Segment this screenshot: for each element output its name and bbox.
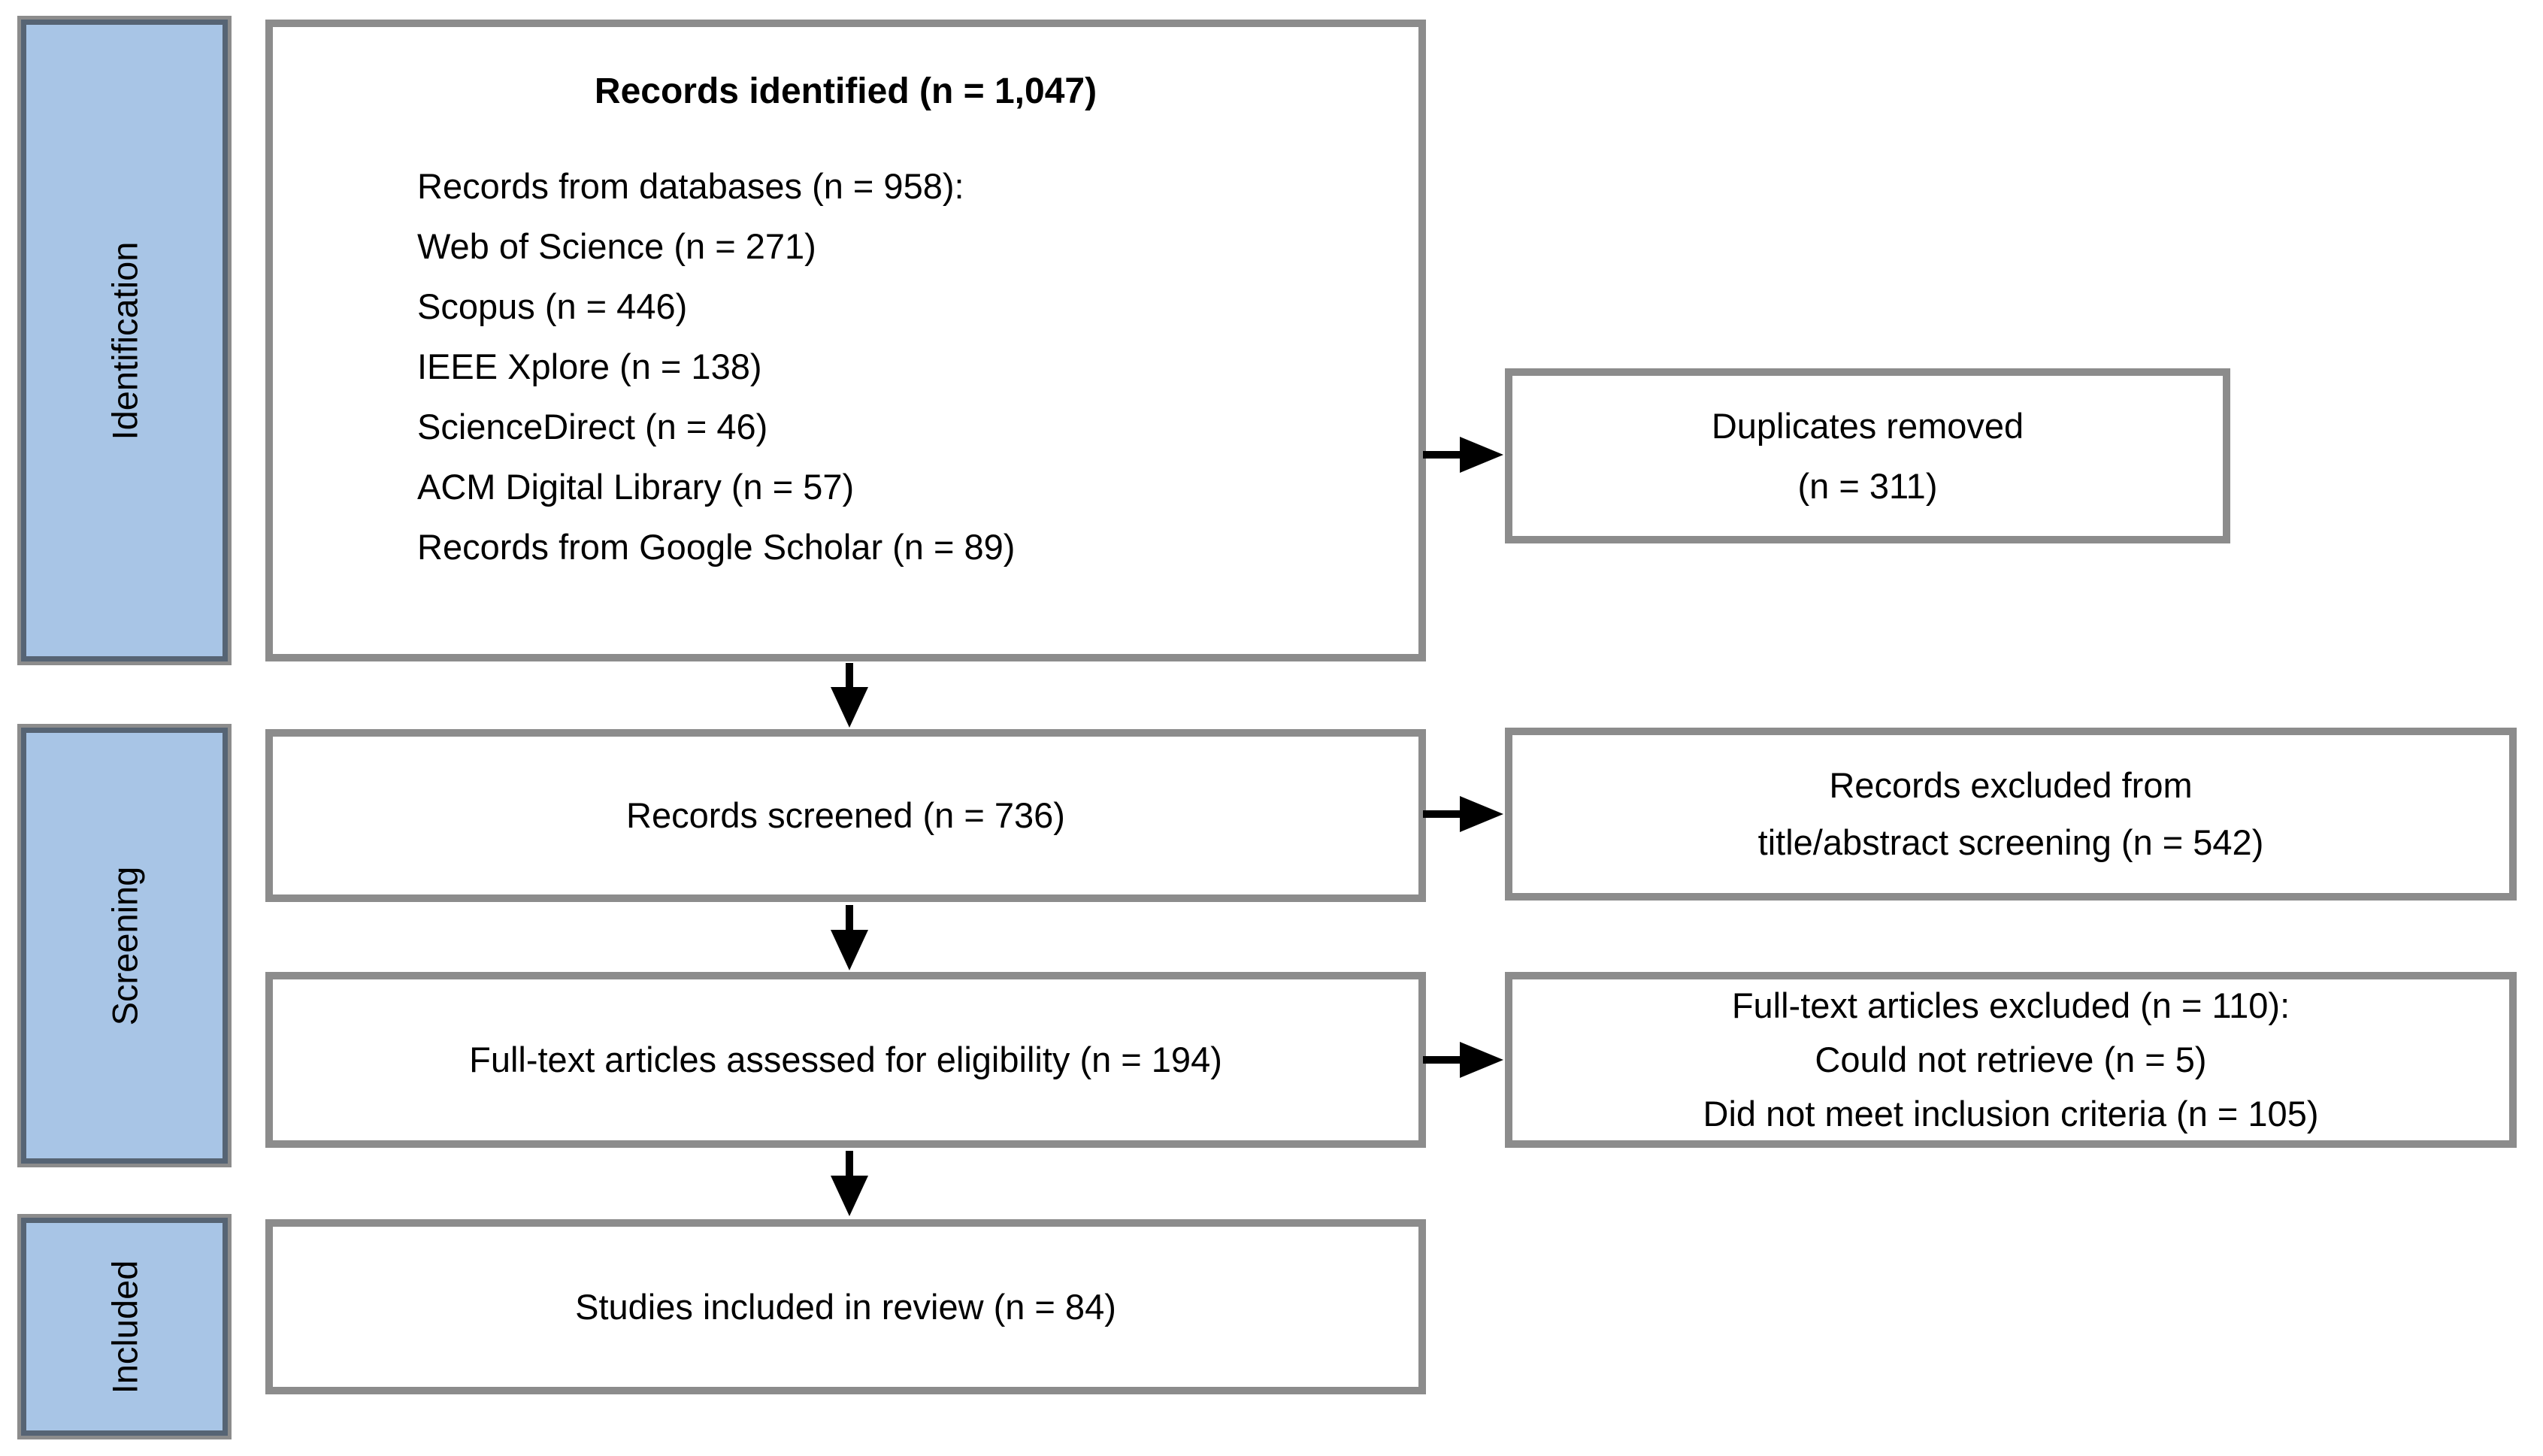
records-screened-box: Records screened (n = 736) bbox=[265, 729, 1426, 902]
source-line-ieee-xplore: IEEE Xplore (n = 138) bbox=[417, 347, 762, 386]
records-identified-details: Records from databases (n = 958): Web of… bbox=[273, 156, 1418, 577]
stage-label-screening: Screening bbox=[104, 866, 144, 1025]
source-line-web-of-science: Web of Science (n = 271) bbox=[417, 226, 816, 266]
fulltext-excluded-line1: Full-text articles excluded (n = 110): bbox=[1731, 985, 2290, 1025]
records-identified-title: Records identified (n = 1,047) bbox=[594, 71, 1097, 111]
fulltext-assessed-label: Full-text articles assessed for eligibil… bbox=[469, 1040, 1222, 1079]
right-arrow-icon bbox=[1460, 1042, 1503, 1078]
duplicates-removed-box: Duplicates removed (n = 311) bbox=[1505, 368, 2230, 543]
source-line-databases: Records from databases (n = 958): bbox=[417, 166, 964, 206]
fulltext-assessed-box: Full-text articles assessed for eligibil… bbox=[265, 972, 1426, 1148]
stage-label-identification: Identification bbox=[104, 241, 144, 440]
studies-included-box: Studies included in review (n = 84) bbox=[265, 1219, 1426, 1394]
down-arrow-icon bbox=[831, 1176, 868, 1216]
fulltext-excluded-line2: Could not retrieve (n = 5) bbox=[1815, 1040, 2207, 1079]
duplicates-removed-line2: (n = 311) bbox=[1797, 465, 1938, 506]
sidebar-stage-included: Included bbox=[17, 1214, 232, 1439]
records-excluded-line1: Records excluded from bbox=[1829, 765, 2193, 805]
duplicates-removed-line1: Duplicates removed bbox=[1711, 405, 2024, 446]
source-line-sciencedirect: ScienceDirect (n = 46) bbox=[417, 407, 768, 446]
arrow-screened-to-fulltext-shaft bbox=[846, 905, 853, 935]
down-arrow-icon bbox=[831, 687, 868, 728]
arrow-fulltext-to-excluded-shaft bbox=[1423, 1056, 1462, 1064]
stage-label-included: Included bbox=[104, 1260, 144, 1394]
arrow-identified-to-duplicates-shaft bbox=[1423, 451, 1462, 459]
arrow-identified-to-screened-shaft bbox=[846, 663, 853, 692]
source-line-google-scholar: Records from Google Scholar (n = 89) bbox=[417, 527, 1016, 567]
arrow-screened-to-excluded-shaft bbox=[1423, 810, 1462, 818]
sidebar-stage-identification: Identification bbox=[17, 16, 232, 665]
sidebar-stage-screening: Screening bbox=[17, 724, 232, 1167]
down-arrow-icon bbox=[831, 930, 868, 970]
records-excluded-line2: title/abstract screening (n = 542) bbox=[1757, 822, 2264, 862]
source-line-acm: ACM Digital Library (n = 57) bbox=[417, 467, 855, 507]
records-identified-box: Records identified (n = 1,047) Records f… bbox=[265, 20, 1426, 661]
right-arrow-icon bbox=[1460, 796, 1503, 832]
studies-included-label: Studies included in review (n = 84) bbox=[575, 1286, 1116, 1327]
records-excluded-box: Records excluded from title/abstract scr… bbox=[1505, 728, 2517, 901]
fulltext-excluded-line3: Did not meet inclusion criteria (n = 105… bbox=[1703, 1094, 2319, 1134]
source-line-scopus: Scopus (n = 446) bbox=[417, 286, 688, 326]
arrow-fulltext-to-included-shaft bbox=[846, 1151, 853, 1181]
right-arrow-icon bbox=[1460, 437, 1503, 473]
records-screened-label: Records screened (n = 736) bbox=[626, 795, 1065, 835]
fulltext-excluded-box: Full-text articles excluded (n = 110): C… bbox=[1505, 972, 2517, 1148]
